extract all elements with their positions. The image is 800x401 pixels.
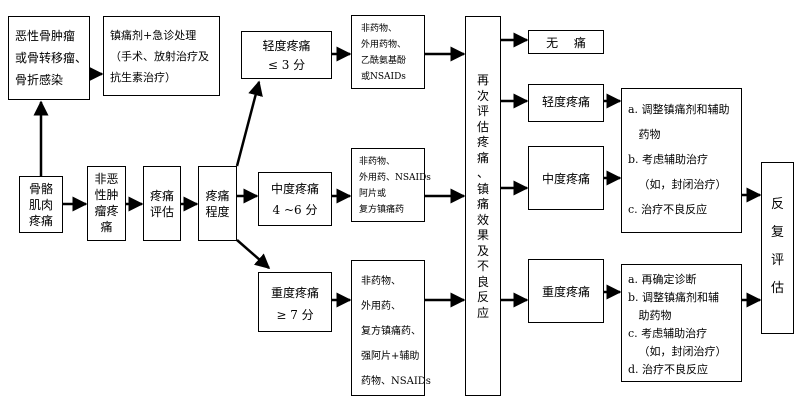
result-mild-label: 轻度疼痛: [541, 95, 590, 109]
pain-degree-label: 疼痛 程度: [205, 189, 230, 219]
malignant-box: 恶性骨肿瘤 或骨转移瘤、 骨折感染: [8, 16, 90, 100]
arrow-degree-to-mild: [235, 80, 263, 167]
musculoskeletal-pain-box: 骨骼 肌肉 疼痛: [19, 176, 63, 233]
moderate-pain-label: 中度疼痛 4 ~6 分: [270, 182, 319, 217]
result-severe-label: 重度疼痛: [541, 285, 590, 299]
moderate-pain-box: 中度疼痛 4 ~6 分: [258, 172, 332, 226]
malignant-label: 恶性骨肿瘤 或骨转移瘤、 骨折感染: [15, 29, 88, 87]
repeat-assess-label: 反 复 评 估: [770, 197, 784, 296]
mild-treatment-box: 非药物、 外用药物、 乙酰氨基酚 或NSAIDs: [351, 15, 425, 89]
result-moderate-label: 中度疼痛: [541, 172, 590, 186]
action-severe-label: a. 再确定诊断 b. 调整镇痛剂和辅 助药物 c. 考虑辅助治疗 （如，封闭治…: [628, 273, 727, 376]
musculoskeletal-pain-label: 骨骼 肌肉 疼痛: [28, 182, 53, 228]
repeat-assess-box: 反 复 评 估: [761, 162, 794, 334]
reassess-box: 再 次 评 估 疼 痛 、 镇 痛 效 果 及 不 良 反 应: [465, 16, 501, 396]
mild-treatment-label: 非药物、 外用药物、 乙酰氨基酚 或NSAIDs: [361, 24, 407, 82]
analgesic-emergency-label: 镇痛剂+急诊处理 （手术、放射治疗及 抗生素治疗）: [110, 29, 209, 84]
analgesic-emergency-box: 镇痛剂+急诊处理 （手术、放射治疗及 抗生素治疗）: [103, 16, 220, 96]
reassess-label: 再 次 评 估 疼 痛 、 镇 痛 效 果 及 不 良 反 应: [476, 73, 489, 320]
pain-assessment-box: 疼痛 评估: [143, 166, 181, 241]
arrow-degree-to-severe: [236, 239, 271, 269]
mild-pain-box: 轻度疼痛 ≤ 3 分: [241, 31, 332, 79]
pain-degree-box: 疼痛 程度: [198, 166, 237, 241]
action-severe-box: a. 再确定诊断 b. 调整镇痛剂和辅 助药物 c. 考虑辅助治疗 （如，封闭治…: [621, 264, 742, 382]
pain-assessment-label: 疼痛 评估: [149, 189, 174, 219]
result-moderate-box: 中度疼痛: [528, 146, 604, 210]
non-malignant-box: 非恶 性肿 瘤疼 痛: [87, 166, 126, 241]
moderate-treatment-box: 非药物、 外用药、NSAIDs 阿片或 复方镇痛药: [351, 148, 431, 222]
result-mild-box: 轻度疼痛: [528, 84, 604, 122]
action-moderate-box: a. 调整镇痛剂和辅助 药物 b. 考虑辅助治疗 （如，封闭治疗） c. 治疗不…: [621, 88, 742, 233]
severe-pain-box: 重度疼痛 ≥ 7 分: [258, 272, 332, 332]
severe-pain-label: 重度疼痛 ≥ 7 分: [270, 286, 319, 322]
no-pain-box: 无 痛: [528, 30, 604, 54]
severe-treatment-box: 非药物、 外用药、 复方镇痛药、 强阿片+辅助 药物、NSAIDs: [351, 260, 431, 396]
non-malignant-label: 非恶 性肿 瘤疼 痛: [94, 172, 119, 234]
no-pain-label: 无 痛: [546, 36, 586, 50]
action-moderate-label: a. 调整镇痛剂和辅助 药物 b. 考虑辅助治疗 （如，封闭治疗） c. 治疗不…: [628, 103, 730, 216]
severe-treatment-label: 非药物、 外用药、 复方镇痛药、 强阿片+辅助 药物、NSAIDs: [361, 276, 431, 387]
result-severe-box: 重度疼痛: [528, 259, 604, 323]
moderate-treatment-label: 非药物、 外用药、NSAIDs 阿片或 复方镇痛药: [359, 157, 431, 215]
mild-pain-label: 轻度疼痛 ≤ 3 分: [262, 39, 311, 72]
